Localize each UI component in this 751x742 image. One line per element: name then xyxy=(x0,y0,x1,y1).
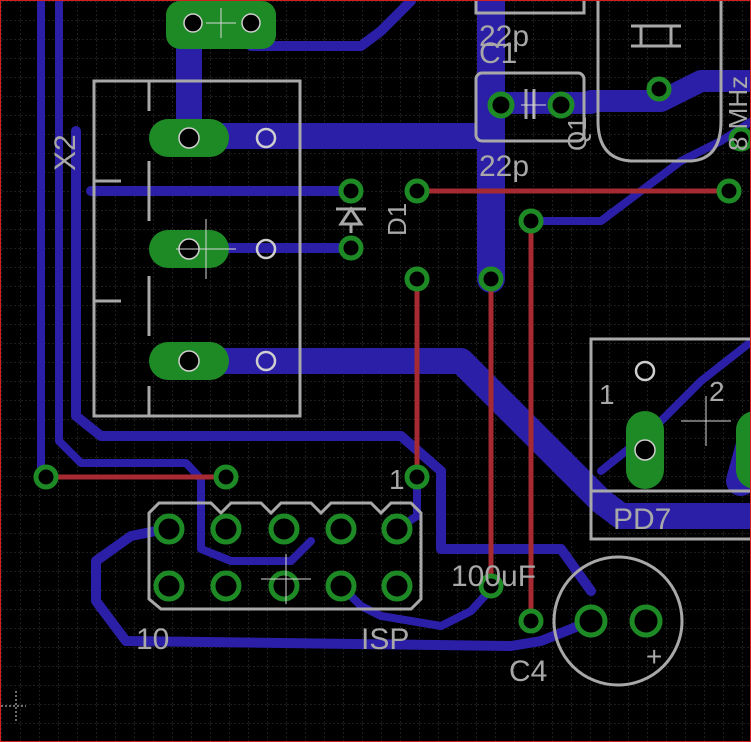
c-top-value: 22p xyxy=(479,20,529,53)
trace-isp-loop xyxy=(91,524,596,651)
c4-outline xyxy=(552,555,684,687)
d1-label: D1 xyxy=(382,203,412,236)
isp-pad xyxy=(153,570,185,602)
trace-wide-mid xyxy=(176,348,750,529)
d1-pad-a xyxy=(338,178,364,204)
isp-pad xyxy=(381,513,413,545)
c4-label: C4 xyxy=(509,655,547,688)
via xyxy=(716,178,742,204)
crystal-outline xyxy=(596,1,723,163)
c1-outline xyxy=(474,71,586,143)
isp-outline xyxy=(147,501,423,611)
c4-plus-label: + xyxy=(646,641,662,672)
pd7-pad-2 xyxy=(736,411,750,489)
isp-pad xyxy=(325,570,357,602)
c4-value-label: 100uF xyxy=(451,560,536,593)
c4-pad-pos xyxy=(629,604,663,638)
via xyxy=(518,208,544,234)
trace-top-diag xyxy=(356,1,416,51)
c1-pad-2 xyxy=(547,91,575,119)
isp-pad xyxy=(153,513,185,545)
isp-label: ISP xyxy=(361,623,409,656)
via xyxy=(478,266,504,292)
bottom-copper-layer xyxy=(37,1,750,651)
d1-symbol xyxy=(336,206,366,233)
c1-top-outline xyxy=(474,1,586,15)
via xyxy=(213,464,239,490)
isp-pad xyxy=(381,570,413,602)
trace-isp-bottom xyxy=(337,582,495,630)
pads xyxy=(33,1,750,638)
via xyxy=(404,178,430,204)
pd7-outline xyxy=(589,337,750,541)
q1-label: Q1 xyxy=(562,116,592,151)
isp-pad xyxy=(210,570,242,602)
via xyxy=(404,266,430,292)
x2-outline xyxy=(92,79,302,418)
c-mid-value: 22p xyxy=(479,150,529,183)
origin-crosses xyxy=(1,8,731,721)
c1-label: C1 xyxy=(479,37,517,70)
trace-left-inner xyxy=(71,126,596,596)
x2-label: X2 xyxy=(49,134,82,171)
silkscreen-layer xyxy=(92,1,750,687)
c4-pad-neg xyxy=(574,604,608,638)
crystal-pad-2 xyxy=(728,126,750,152)
pd7-label: PD7 xyxy=(613,503,671,536)
via xyxy=(478,573,504,599)
top-copper-layer xyxy=(43,188,732,624)
crystal-pad xyxy=(646,76,672,102)
c1-pad-1 xyxy=(487,91,515,119)
isp-pin1-label: 1 xyxy=(389,464,405,495)
isp-pad xyxy=(210,513,242,545)
isp-pad xyxy=(268,570,300,602)
trace-crystal-diag xyxy=(527,117,750,225)
via xyxy=(518,608,544,634)
pd7-pin2-label: 2 xyxy=(709,376,725,407)
pd7-pin1-label: 1 xyxy=(599,379,615,410)
isp-pad xyxy=(325,513,357,545)
via xyxy=(404,464,430,490)
crystal-freq-label: 8 MHz xyxy=(723,76,751,151)
d1-pad-k xyxy=(338,235,364,261)
via xyxy=(33,464,59,490)
isp-pin10-label: 10 xyxy=(136,623,169,656)
isp-pad xyxy=(268,513,300,545)
trace-crystal-right xyxy=(580,70,750,112)
